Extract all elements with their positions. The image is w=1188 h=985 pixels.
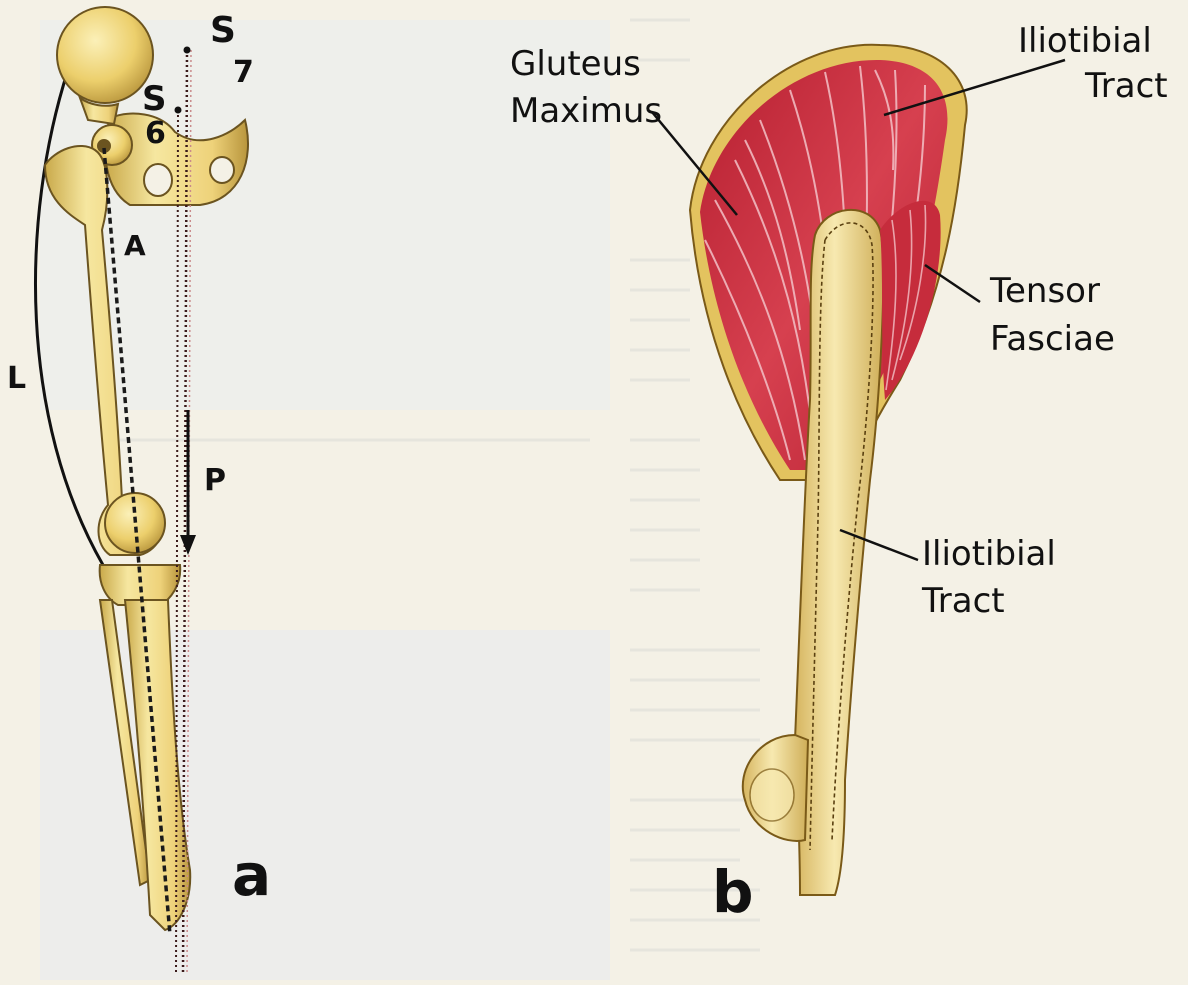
label-tensor-line1: Tensor xyxy=(989,271,1100,311)
label-iliotibial-mid-line1: Iliotibial xyxy=(922,534,1056,574)
s7-point xyxy=(184,47,191,54)
femoral-head xyxy=(57,7,153,103)
label-gluteus-line1: Gluteus xyxy=(510,44,641,84)
label-s7: S xyxy=(210,10,236,51)
label-p: P xyxy=(204,463,226,498)
label-s7-subscript: 7 xyxy=(233,55,254,90)
panel-b-label: b xyxy=(712,858,754,926)
faint-photo-bottom xyxy=(40,630,610,980)
s6-point xyxy=(175,107,182,114)
label-iliotibial-top-line1: Iliotibial xyxy=(1018,21,1152,61)
panel-a-label: a xyxy=(232,841,271,909)
label-gluteus-line2: Maximus xyxy=(510,91,662,131)
label-tensor-line2: Fasciae xyxy=(990,319,1115,359)
label-iliotibial-top-line2: Tract xyxy=(1084,66,1168,106)
label-s6-subscript: 6 xyxy=(145,116,166,151)
label-a: A xyxy=(124,229,146,262)
label-s6: S xyxy=(142,79,167,119)
label-l: L xyxy=(7,361,26,396)
label-iliotibial-mid-line2: Tract xyxy=(921,581,1005,621)
